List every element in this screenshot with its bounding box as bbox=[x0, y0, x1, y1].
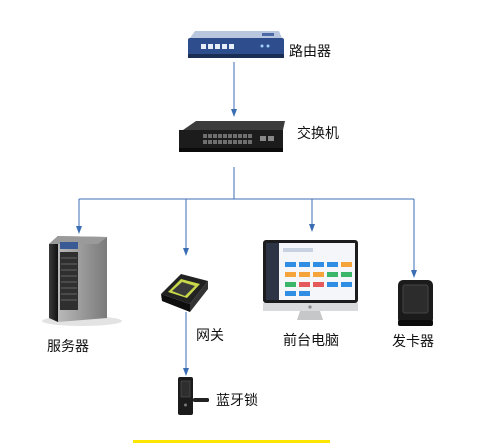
card-reader-icon bbox=[398, 280, 433, 326]
router-label: 路由器 bbox=[289, 44, 331, 60]
connector-lines bbox=[76, 62, 417, 376]
door-lock-icon bbox=[178, 377, 209, 415]
desktop-label: 前台电脑 bbox=[283, 333, 339, 349]
server-label: 服务器 bbox=[47, 339, 89, 355]
gateway-label: 网关 bbox=[196, 328, 224, 344]
highlight-bar bbox=[133, 440, 330, 443]
server-tower-icon bbox=[42, 236, 122, 326]
card-issuer-label: 发卡器 bbox=[392, 334, 434, 350]
desktop-computer-icon bbox=[263, 240, 358, 320]
router-icon bbox=[188, 31, 284, 58]
gateway-device-icon bbox=[161, 274, 208, 312]
smart-lock-label: 蓝牙锁 bbox=[216, 393, 258, 409]
switch-label: 交换机 bbox=[297, 126, 339, 142]
network-switch-icon bbox=[179, 121, 285, 152]
